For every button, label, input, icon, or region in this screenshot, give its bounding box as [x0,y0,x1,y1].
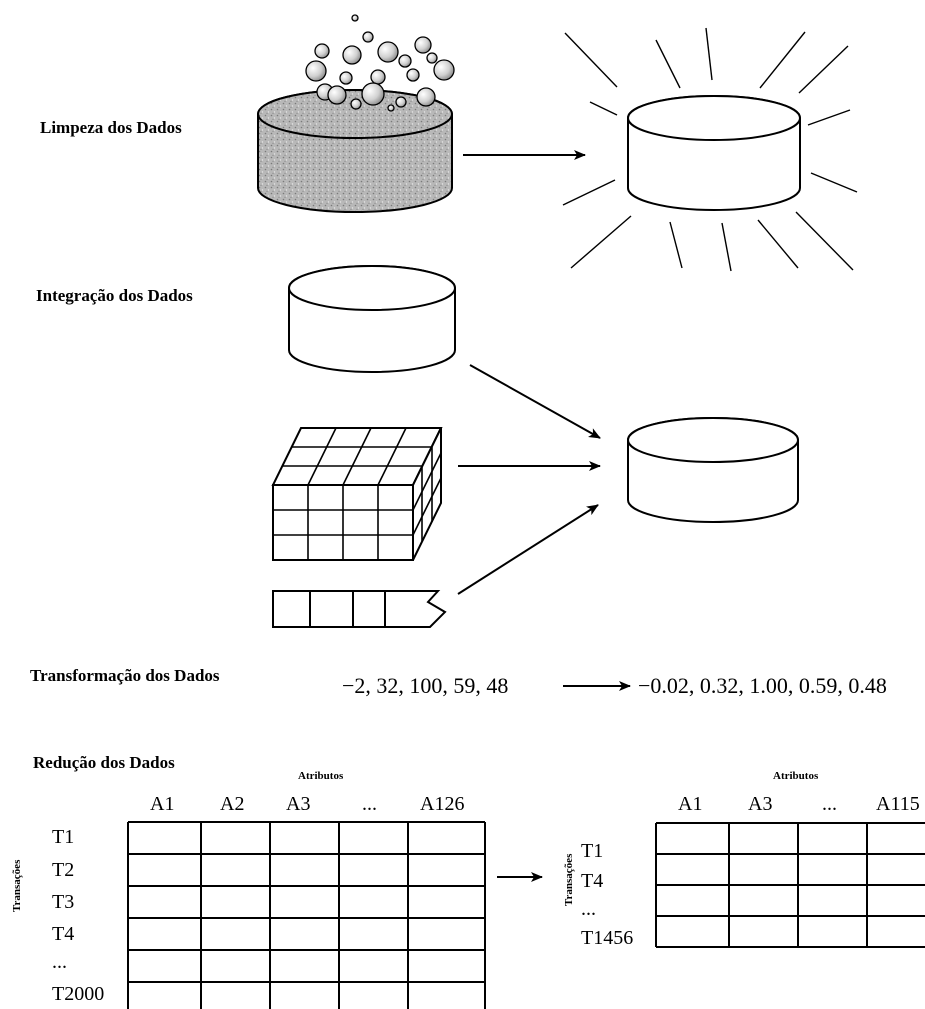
left-column-header: ... [362,793,377,815]
left-row-label: T2000 [52,983,104,1005]
source-database-icon [288,265,456,373]
left-column-header: A3 [286,793,310,815]
bubbles-icon [305,14,455,112]
left-column-header: A2 [220,793,244,815]
left-row-label: T4 [52,923,74,945]
right-column-header: A3 [748,793,772,815]
clean-database-icon [627,95,801,211]
left-row-label: ... [52,951,67,973]
left-column-headers: A1 A2 A3 ... A126 [150,793,464,815]
left-column-header: A1 [150,793,174,815]
right-transactions-label: Transações [563,853,575,906]
section-label-cleaning: Limpeza dos Dados [40,118,182,137]
right-row-labels: T1 T4 ... T1456 [581,840,633,949]
right-column-header: A115 [876,793,920,815]
data-cube-icon [271,427,443,561]
right-column-header: A1 [678,793,702,815]
left-row-label: T3 [52,891,74,913]
transformation-after: −0.02, 0.32, 1.00, 0.59, 0.48 [638,673,887,698]
flat-file-icon [272,590,447,628]
right-row-label: T1456 [581,927,633,949]
left-column-header: A126 [420,793,464,815]
left-data-table [127,821,486,1009]
dirty-database-icon [257,89,453,213]
transformation-before: −2, 32, 100, 59, 48 [342,673,508,698]
right-row-label: T4 [581,870,603,892]
integrated-database-icon [627,417,799,523]
right-row-label: T1 [581,840,603,862]
right-column-header: ... [822,793,837,815]
left-attributes-label: Atributos [298,770,344,782]
left-row-labels: T1 T2 T3 T4 ... T2000 [52,826,104,1005]
shine-rays-icon [562,27,858,272]
left-row-label: T2 [52,859,74,881]
section-label-reduction: Redução dos Dados [33,753,175,772]
integration-arrows [457,364,601,595]
right-row-label: ... [581,898,596,920]
right-attributes-label: Atributos [773,770,819,782]
section-label-integration: Integração dos Dados [36,286,193,305]
right-data-table [655,822,925,948]
left-transactions-label: Transações [11,859,23,912]
left-row-label: T1 [52,826,74,848]
section-label-transformation: Transformação dos Dados [30,666,220,685]
right-column-headers: A1 A3 ... A115 [678,793,920,815]
